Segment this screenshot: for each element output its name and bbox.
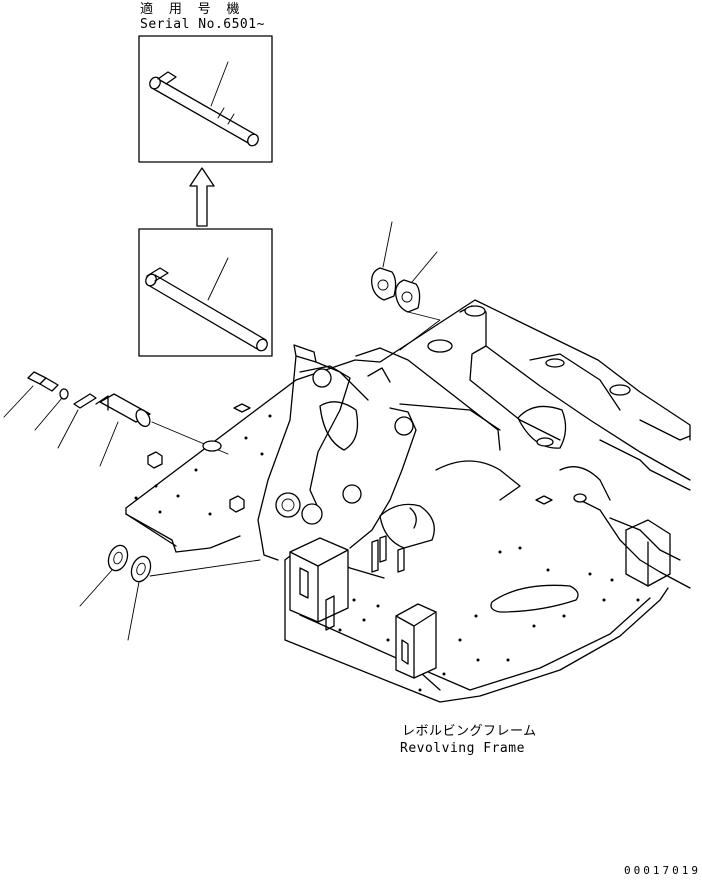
drawing-code: 00017019 xyxy=(624,864,701,877)
revolving-frame xyxy=(125,299,691,703)
inset-new-pin xyxy=(138,35,273,163)
frame-label-en: Revolving Frame xyxy=(400,741,525,756)
serial-label-jp: 適 用 号 機 xyxy=(140,2,244,17)
inset-original-pin xyxy=(138,228,273,357)
frame-label-jp: レボルビングフレーム xyxy=(402,724,537,739)
arrow-up xyxy=(189,167,215,227)
bolt-assembly xyxy=(3,371,229,467)
shim-pair-upper xyxy=(371,221,441,351)
washer-pair-lower xyxy=(79,544,261,641)
serial-label-en: Serial No.6501~ xyxy=(140,17,265,32)
